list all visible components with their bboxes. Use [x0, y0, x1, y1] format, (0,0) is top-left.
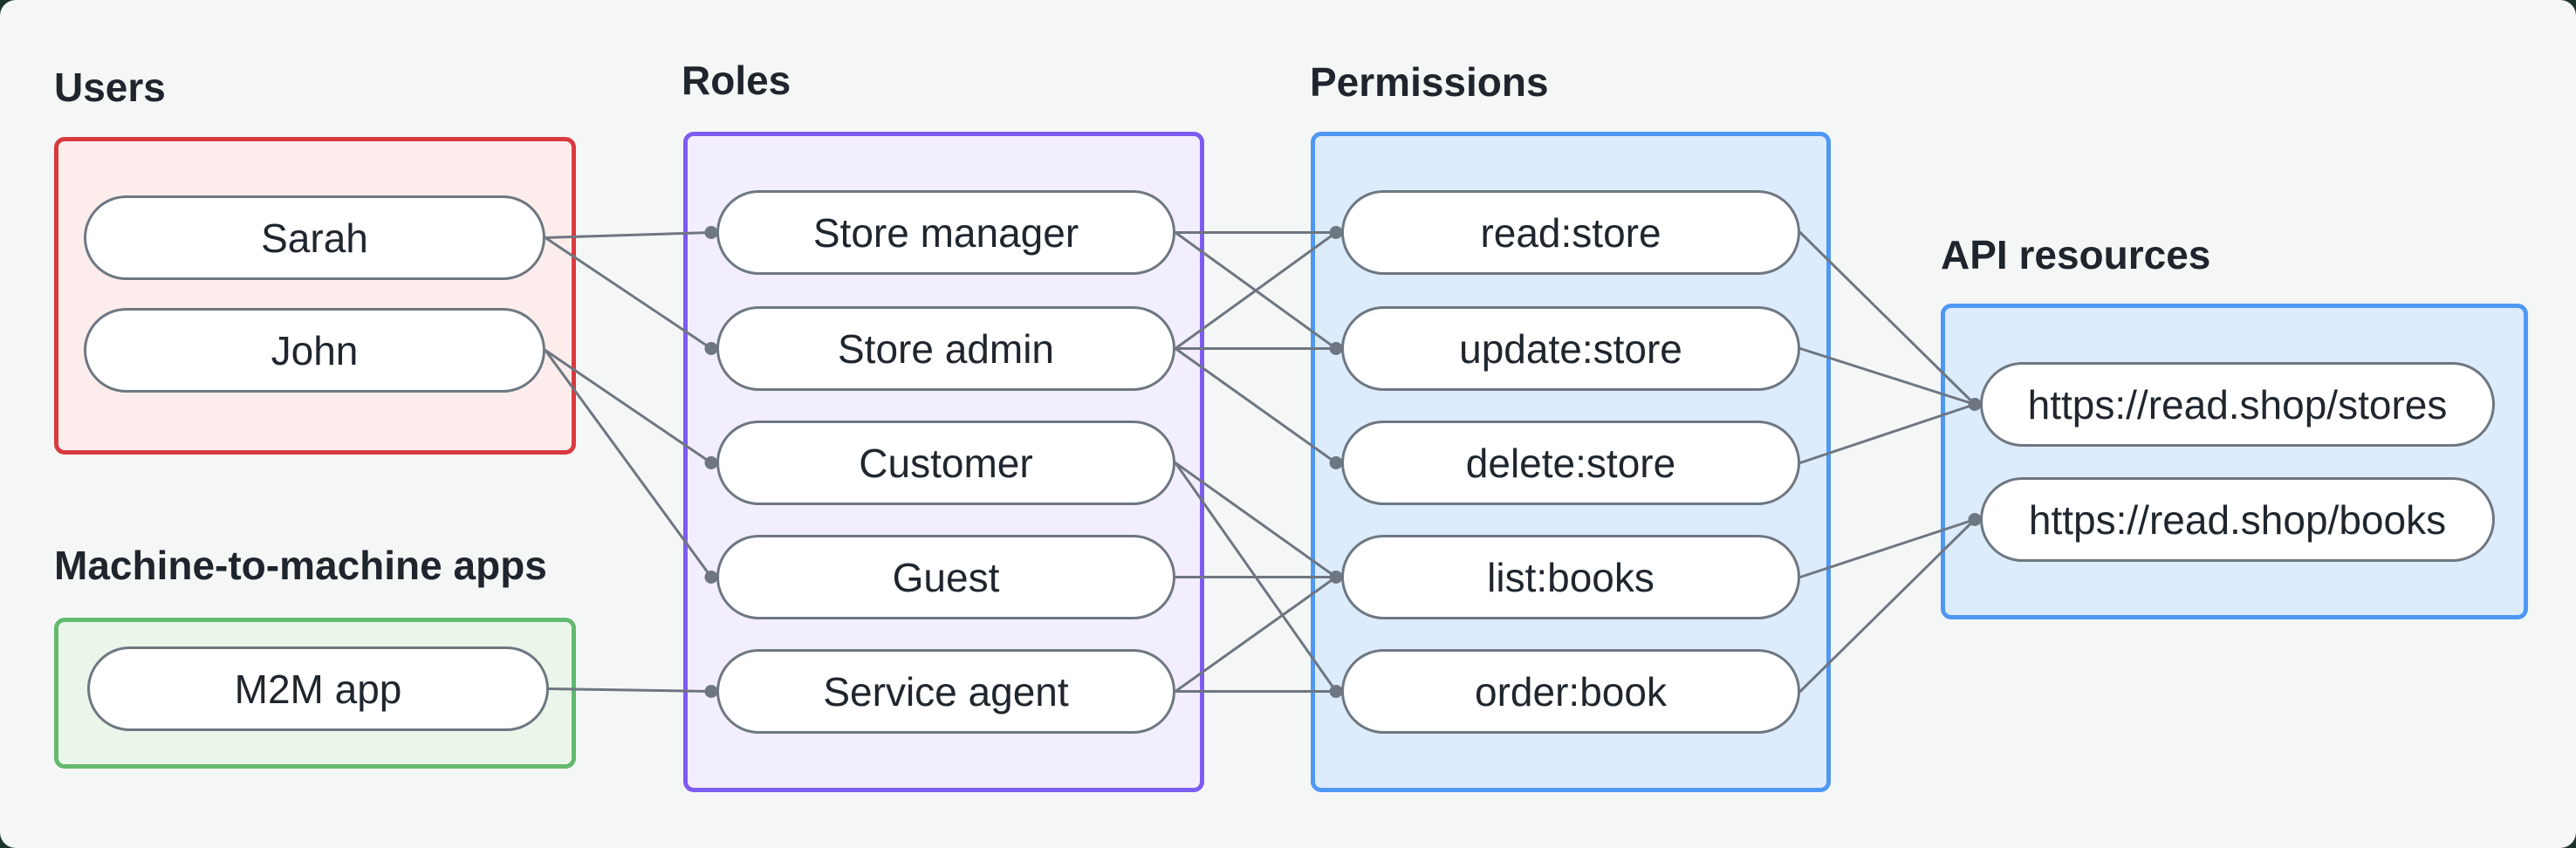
node-store-admin[interactable]: Store admin — [716, 306, 1175, 391]
node-update-store[interactable]: update:store — [1341, 306, 1800, 391]
node-sarah[interactable]: Sarah — [84, 195, 545, 280]
node-read-store[interactable]: read:store — [1341, 190, 1800, 275]
node-order-book[interactable]: order:book — [1341, 649, 1800, 734]
users-group-label: Users — [54, 65, 166, 110]
node-john[interactable]: John — [84, 308, 545, 393]
node-delete-store[interactable]: delete:store — [1341, 421, 1800, 505]
node-store-manager[interactable]: Store manager — [716, 190, 1175, 275]
api-resources-group-box — [1941, 304, 2528, 619]
api-resources-group-label: API resources — [1941, 232, 2211, 277]
node-guest[interactable]: Guest — [716, 535, 1175, 619]
roles-group-label: Roles — [682, 58, 791, 103]
node-customer[interactable]: Customer — [716, 421, 1175, 505]
node-service-agent[interactable]: Service agent — [716, 649, 1175, 734]
permissions-group-label: Permissions — [1310, 59, 1549, 105]
node-read-shop-books[interactable]: https://read.shop/books — [1980, 477, 2495, 562]
node-read-shop-stores[interactable]: https://read.shop/stores — [1980, 362, 2495, 447]
node-list-books[interactable]: list:books — [1341, 535, 1800, 619]
node-m2m-app[interactable]: M2M app — [87, 646, 549, 731]
m2m-group-label: Machine-to-machine apps — [54, 543, 547, 588]
users-group-box — [54, 137, 576, 455]
